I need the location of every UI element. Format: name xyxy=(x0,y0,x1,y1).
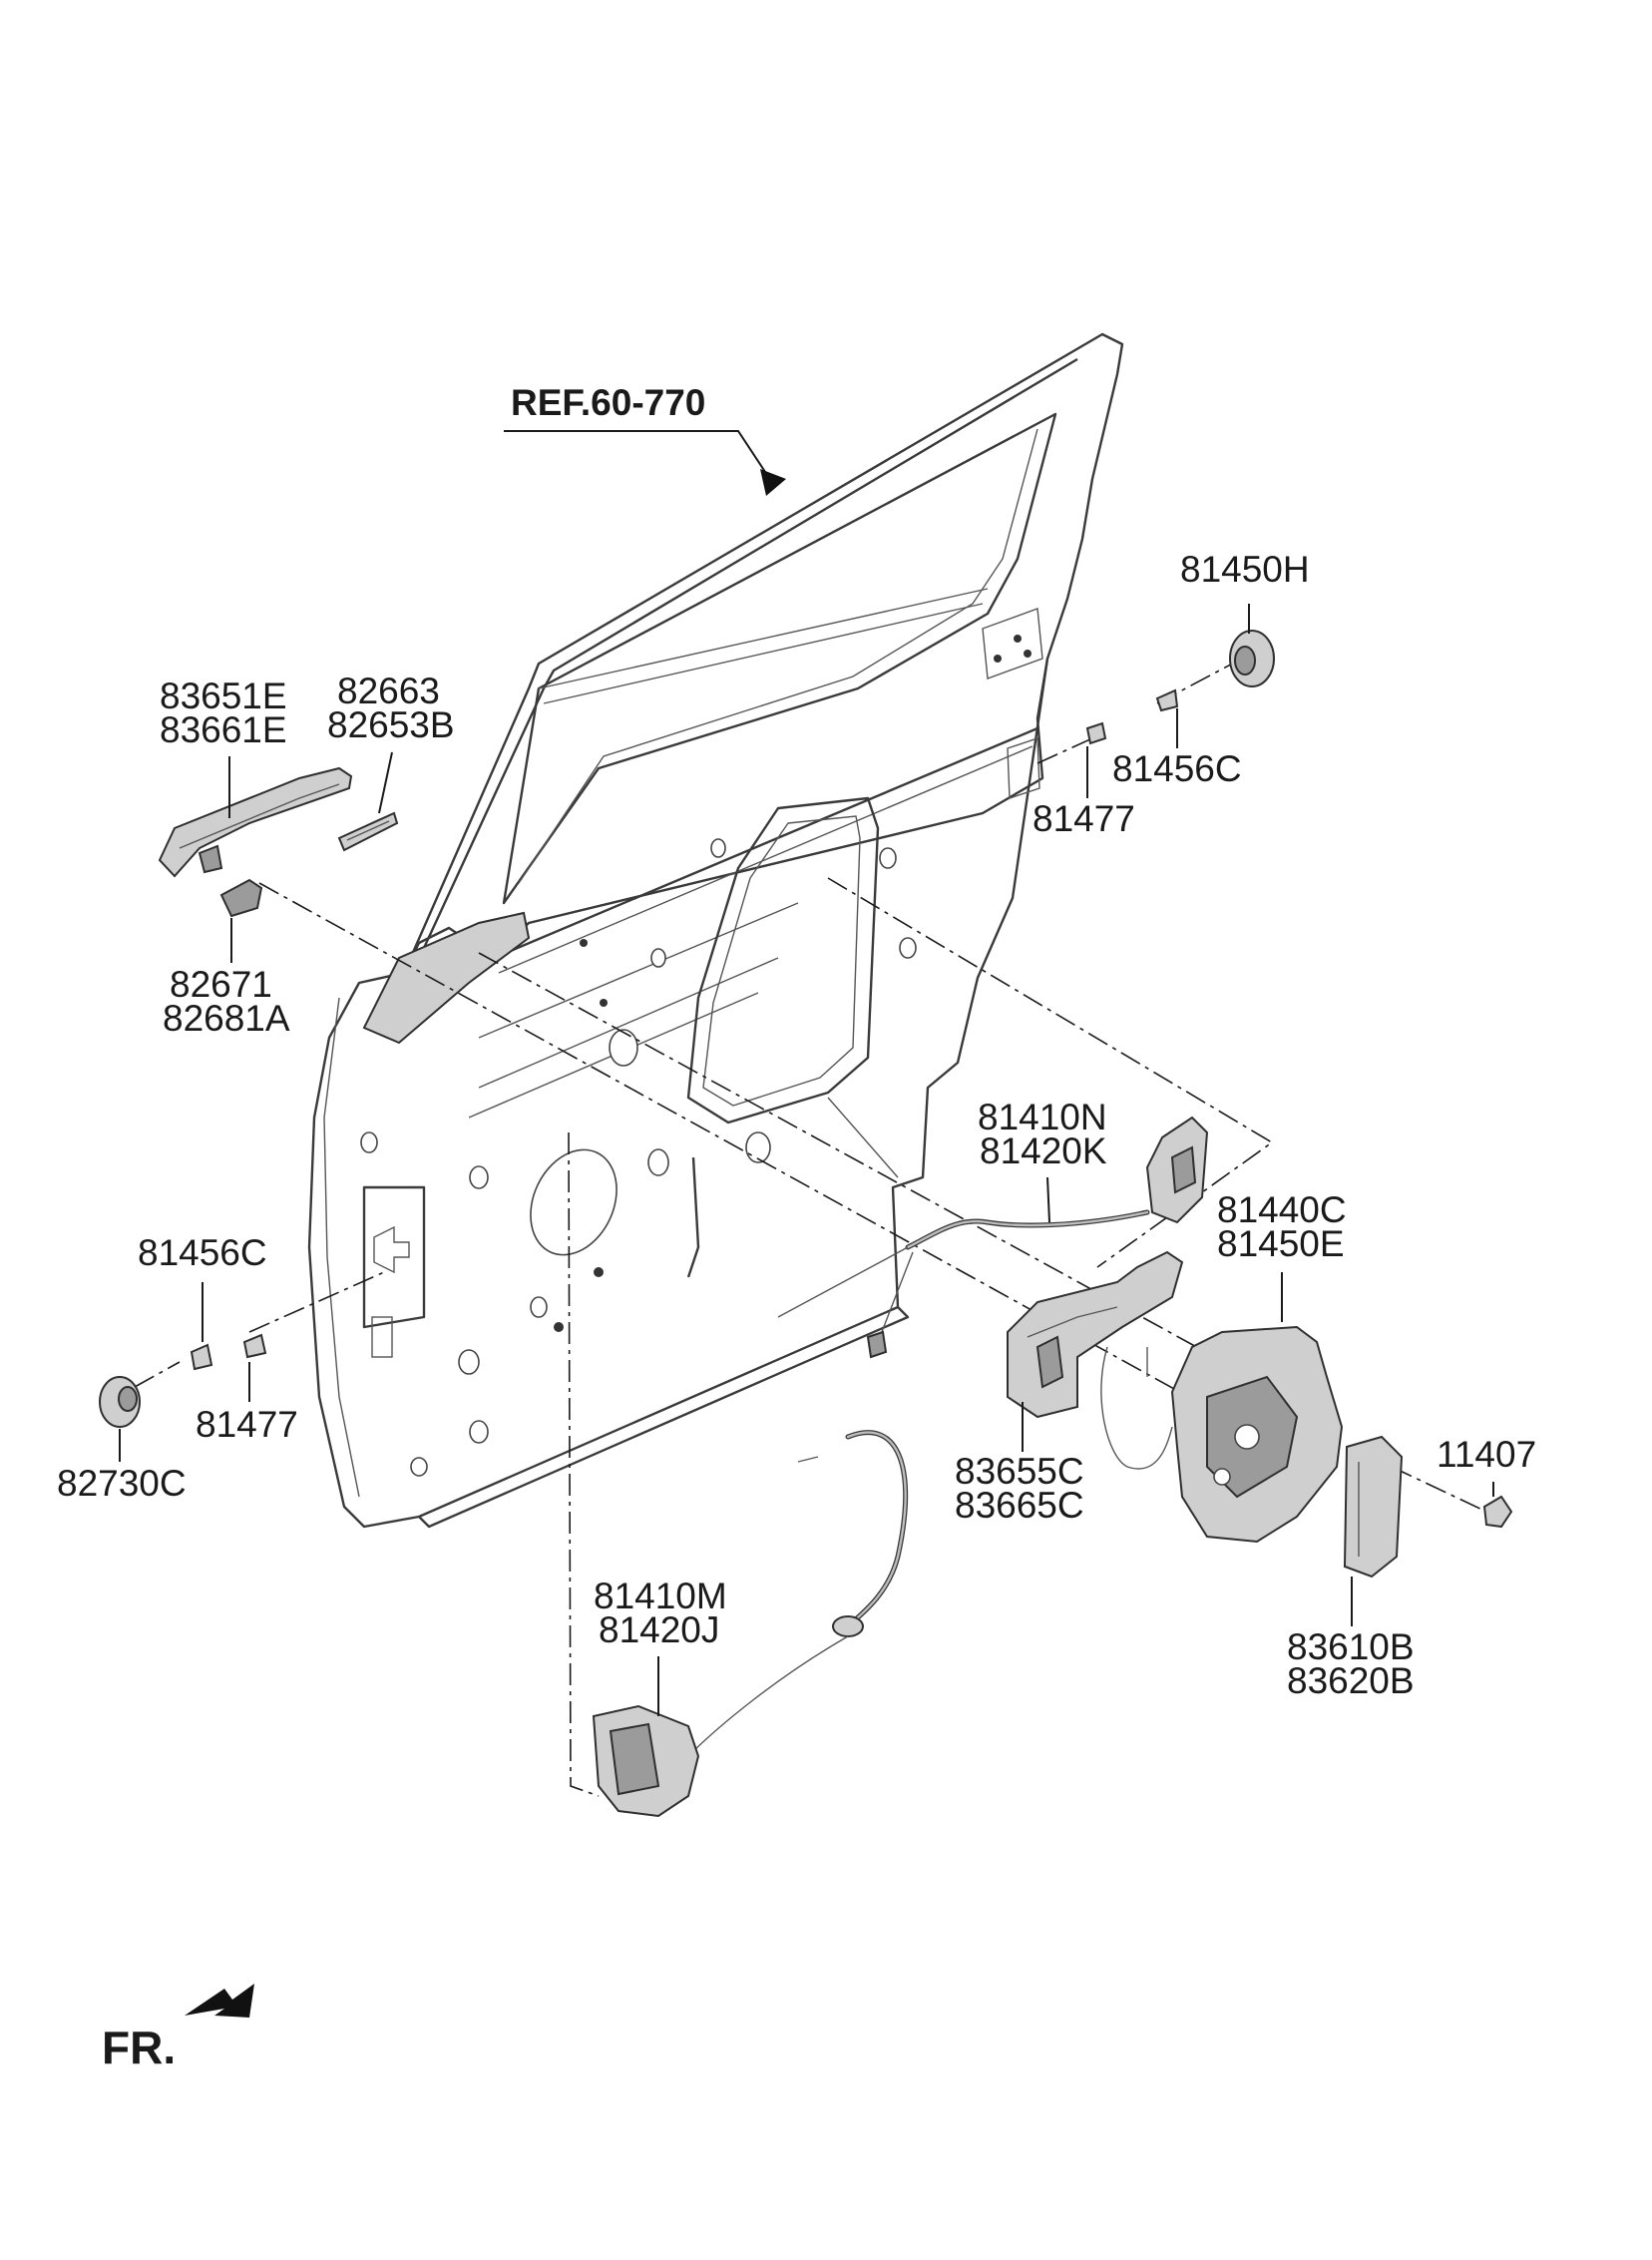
label-83661E: 83661E xyxy=(160,709,287,750)
upper-cable-assembly xyxy=(777,1116,1209,1359)
front-marker-label: FR. xyxy=(102,2022,176,2073)
label-82671: 82671 xyxy=(170,964,272,1005)
handle-bracket xyxy=(219,878,263,918)
clip-upper xyxy=(1085,721,1107,745)
label-81477-upper: 81477 xyxy=(1032,798,1135,839)
label-11407: 11407 xyxy=(1437,1434,1536,1475)
label-81450H: 81450H xyxy=(1180,549,1310,590)
label-83620B: 83620B xyxy=(1287,1660,1415,1701)
label-81420K: 81420K xyxy=(980,1130,1107,1171)
outside-handle xyxy=(158,766,353,878)
reference-label: REF.60-770 xyxy=(511,382,705,423)
handle-gasket xyxy=(337,811,399,852)
label-82663: 82663 xyxy=(337,671,440,711)
label-82681A: 82681A xyxy=(163,998,290,1039)
label-81477-lower: 81477 xyxy=(196,1404,298,1445)
bolt-upper xyxy=(1155,688,1179,712)
striker-cover xyxy=(1229,630,1275,687)
door-latch-actuator xyxy=(1100,1325,1344,1544)
label-81456C-lower: 81456C xyxy=(138,1232,267,1273)
label-81410N: 81410N xyxy=(978,1097,1107,1137)
label-82730C: 82730C xyxy=(57,1463,187,1504)
label-83651E: 83651E xyxy=(160,676,287,716)
latch-cover xyxy=(1343,1435,1404,1579)
label-83665C: 83665C xyxy=(955,1485,1084,1526)
label-81450E: 81450E xyxy=(1217,1223,1345,1264)
label-83610B: 83610B xyxy=(1287,1626,1415,1667)
bolt-11407 xyxy=(1482,1495,1513,1529)
front-direction-arrow xyxy=(185,1984,254,2018)
alignment-lines xyxy=(134,658,1487,1797)
lower-left-hardware xyxy=(99,1333,267,1428)
inside-handle-bracket xyxy=(1007,1250,1184,1419)
label-81440C: 81440C xyxy=(1217,1189,1347,1230)
lower-cable-assembly xyxy=(592,1430,909,1818)
door-panel xyxy=(307,332,1124,1529)
label-81456C-upper: 81456C xyxy=(1112,748,1242,789)
label-83655C: 83655C xyxy=(955,1451,1084,1492)
label-81420J: 81420J xyxy=(599,1609,719,1650)
label-82653B: 82653B xyxy=(327,704,455,745)
label-81410M: 81410M xyxy=(594,1576,727,1616)
